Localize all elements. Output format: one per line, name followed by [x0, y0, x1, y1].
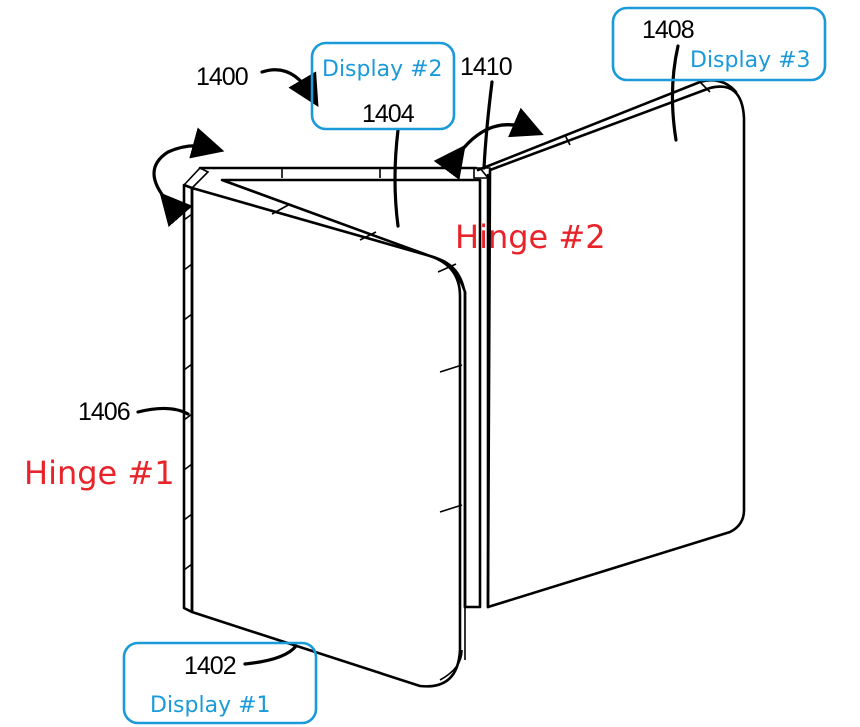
hinge-1-spine	[182, 167, 210, 614]
hinge-2-spine	[473, 167, 491, 179]
leader-1410	[482, 80, 494, 170]
callout-display-2: Display #2	[322, 57, 443, 82]
ref-1400: 1400	[196, 63, 248, 91]
display-2-panel	[220, 173, 490, 609]
leader-1402	[243, 644, 298, 666]
ref-1408: 1408	[642, 16, 694, 44]
callout-box-display-1	[122, 641, 318, 725]
display-3-panel	[476, 79, 746, 609]
ref-1406: 1406	[78, 398, 130, 426]
callout-box-display-2	[310, 41, 456, 131]
display-2-top-edge	[198, 166, 478, 178]
rotation-arrow-icon	[152, 127, 225, 227]
ref-1402: 1402	[184, 652, 236, 680]
leader-1406	[136, 406, 190, 416]
callout-display-3: Display #3	[690, 48, 811, 73]
hinge-1-label: Hinge #1	[24, 454, 175, 492]
ref-1404: 1404	[362, 100, 415, 128]
callout-box-display-3	[611, 6, 827, 82]
leader-1400	[260, 68, 319, 108]
ref-1410: 1410	[460, 53, 512, 81]
leader-1408	[670, 44, 680, 142]
display-1-panel	[190, 186, 466, 688]
rotation-arrow-icon	[433, 107, 544, 180]
hinge-2-label: Hinge #2	[455, 218, 606, 256]
callout-display-1: Display #1	[150, 693, 271, 718]
leader-1404	[393, 128, 400, 228]
